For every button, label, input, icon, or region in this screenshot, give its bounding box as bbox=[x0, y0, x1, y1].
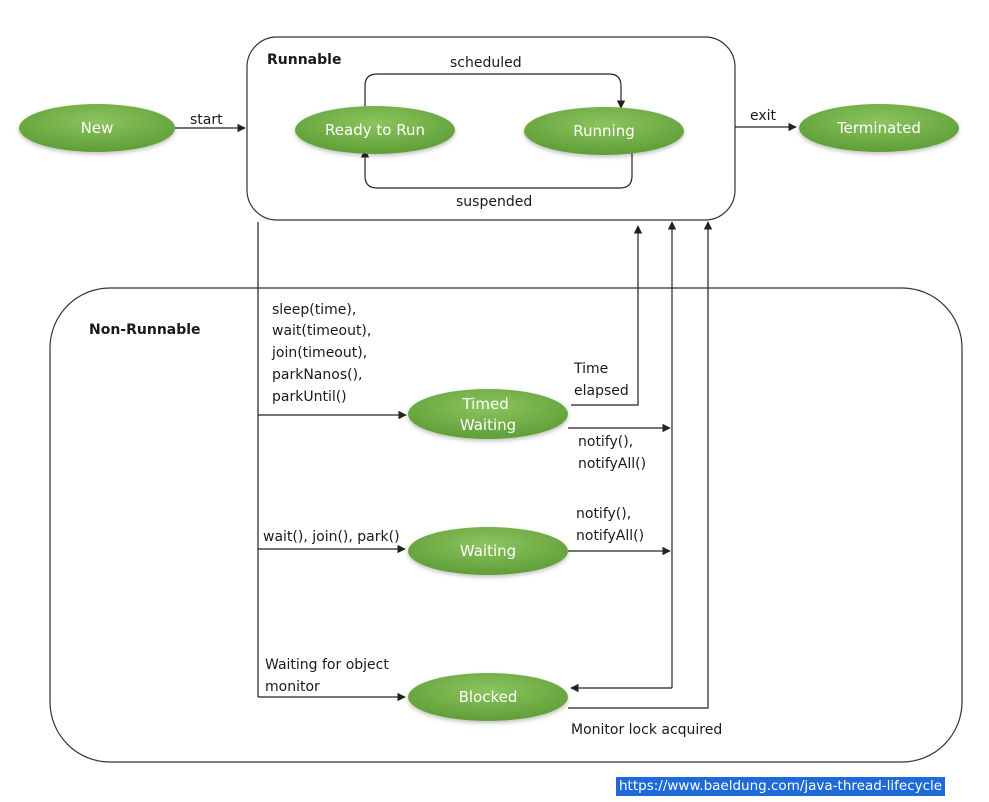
state-blocked: Blocked bbox=[408, 673, 568, 721]
edge-lock-acquired-label: Monitor lock acquired bbox=[571, 722, 722, 738]
state-waiting: Waiting bbox=[408, 527, 568, 575]
edge-lock-acquired bbox=[568, 221, 713, 709]
edge-timed-label: sleep(time), wait(timeout), join(timeout… bbox=[271, 302, 376, 405]
source-url-link[interactable]: https://www.baeldung.com/java-thread-lif… bbox=[616, 777, 946, 796]
state-terminated: Terminated bbox=[799, 104, 959, 152]
runnable-group-label: Runnable bbox=[267, 52, 341, 68]
edge-notify-waiting-label: notify(), notifyAll() bbox=[576, 506, 644, 544]
edge-scheduled bbox=[364, 73, 626, 110]
state-new: New bbox=[19, 104, 175, 152]
edge-scheduled-label: scheduled bbox=[450, 55, 522, 71]
state-timed-waiting: Timed Waiting bbox=[408, 389, 568, 439]
edge-time-elapsed-label: Time elapsed bbox=[573, 361, 629, 399]
edge-suspended bbox=[360, 149, 633, 189]
state-running: Running bbox=[524, 107, 684, 155]
svg-text:New: New bbox=[81, 119, 114, 137]
edge-start-label: start bbox=[190, 112, 223, 128]
svg-text:Waiting: Waiting bbox=[460, 542, 516, 560]
non-runnable-group-label: Non-Runnable bbox=[89, 322, 201, 338]
edge-blocked-label: Waiting for object monitor bbox=[265, 657, 393, 695]
svg-text:Running: Running bbox=[573, 122, 634, 140]
svg-text:Timed Waiting: Timed Waiting bbox=[460, 395, 516, 434]
svg-text:Blocked: Blocked bbox=[459, 688, 518, 706]
svg-text:Ready to Run: Ready to Run bbox=[325, 121, 425, 139]
svg-text:Terminated: Terminated bbox=[836, 119, 921, 137]
edge-notify-timed-label: notify(), notifyAll() bbox=[578, 434, 646, 472]
runnable-group bbox=[246, 36, 736, 221]
edge-time-elapsed bbox=[571, 225, 643, 406]
non-runnable-group bbox=[49, 287, 963, 763]
edge-exit-label: exit bbox=[750, 108, 777, 124]
edge-waiting-label: wait(), join(), park() bbox=[263, 529, 400, 545]
edge-suspended-label: suspended bbox=[456, 194, 532, 210]
state-ready-to-run: Ready to Run bbox=[295, 106, 455, 154]
